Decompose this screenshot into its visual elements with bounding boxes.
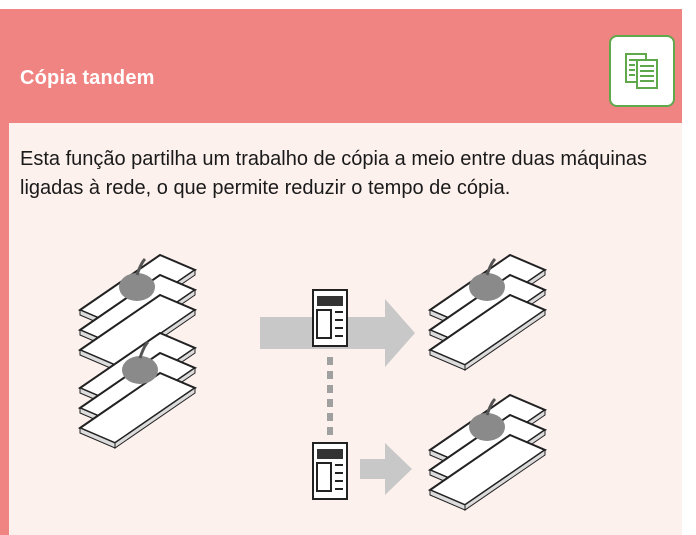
description-text: Esta função partilha um trabalho de cópi… bbox=[20, 148, 648, 199]
copier-icon-bottom bbox=[312, 442, 348, 500]
document-stack-left bbox=[79, 255, 196, 449]
copier-icon-top bbox=[312, 289, 348, 347]
document-stack-right-top bbox=[429, 254, 546, 371]
page-title: Cópia tandem bbox=[20, 67, 155, 89]
accent-bar bbox=[0, 123, 9, 535]
document-stack-right-bottom bbox=[429, 394, 546, 511]
header-banner: Cópia tandem bbox=[0, 9, 682, 123]
tandem-copy-icon bbox=[609, 35, 675, 107]
tandem-copy-illustration bbox=[79, 254, 546, 511]
arrow-icon-bottom bbox=[360, 443, 412, 495]
